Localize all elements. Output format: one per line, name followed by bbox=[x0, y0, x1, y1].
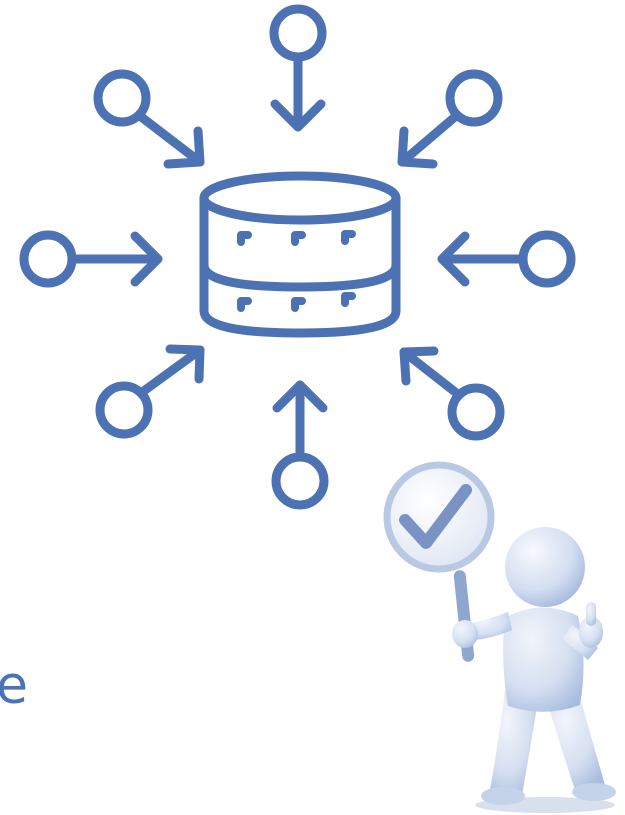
arrow-node-icon-left bbox=[19, 230, 163, 288]
figure-head bbox=[505, 527, 585, 607]
arrow-node-icon-right bbox=[437, 230, 576, 288]
text-fragment: e bbox=[0, 656, 28, 716]
database-icon bbox=[199, 171, 401, 338]
arrow-node-icon-top-left bbox=[93, 69, 205, 169]
arrow-node-icon-top bbox=[269, 4, 327, 132]
arrow-node-icon-top-right bbox=[397, 69, 503, 169]
arrow-node-icon-bottom-right bbox=[399, 346, 505, 441]
arrow-node-icon-bottom bbox=[271, 380, 329, 510]
database-indicators bbox=[237, 230, 356, 312]
person-holding-magnifier-icon bbox=[383, 461, 616, 813]
check-icon bbox=[399, 484, 472, 549]
arrow-node-icon-bottom-left bbox=[95, 344, 205, 439]
